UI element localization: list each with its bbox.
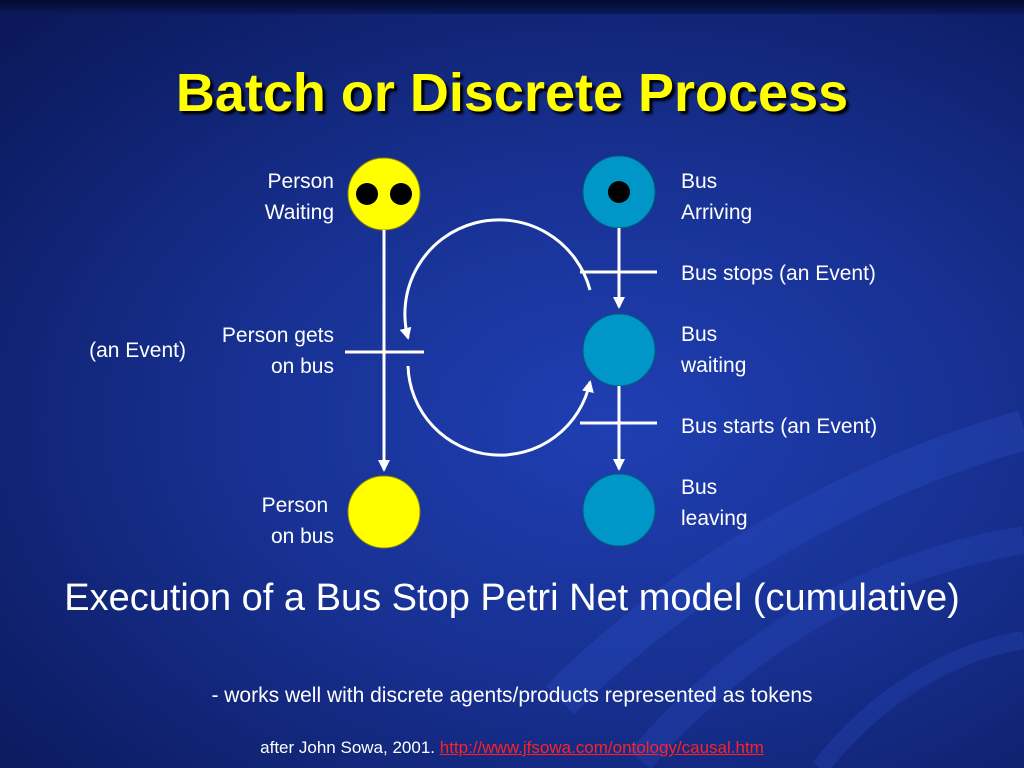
credit-text: after John Sowa, 2001. [260, 738, 435, 757]
slide-title: Batch or Discrete Process [175, 63, 849, 123]
slide-credit: after John Sowa, 2001. http://www.jfsowa… [0, 738, 1024, 758]
label-bus-leaving: Bus leaving [681, 476, 748, 530]
label-bus-arriving: Bus Arriving [681, 170, 753, 224]
token-person-2 [390, 183, 412, 205]
slide-note: - works well with discrete agents/produc… [211, 684, 813, 707]
place-bus-waiting [582, 313, 656, 387]
loop-arc [399, 218, 592, 340]
place-person-on-bus [347, 475, 421, 549]
token-bus [608, 181, 630, 203]
label-person-event: (an Event) [89, 339, 186, 362]
label-person-waiting: Person Waiting [264, 170, 334, 224]
label-bus-waiting: Bus waiting [681, 323, 747, 377]
label-person-on-bus: Person on bus [261, 494, 334, 548]
label-bus-starts: Bus starts (an Event) [681, 415, 878, 438]
slide-subtitle: Execution of a Bus Stop Petri Net model … [64, 577, 960, 619]
place-bus-leaving [582, 473, 656, 547]
token-person-1 [356, 183, 378, 205]
label-bus-stops: Bus stops (an Event) [681, 262, 876, 285]
credit-link[interactable]: http://www.jfsowa.com/ontology/causal.ht… [439, 738, 764, 757]
top-bar [0, 0, 1024, 14]
loop-arc-return [406, 365, 594, 457]
label-person-gets-on: Person gets on bus [221, 324, 334, 378]
